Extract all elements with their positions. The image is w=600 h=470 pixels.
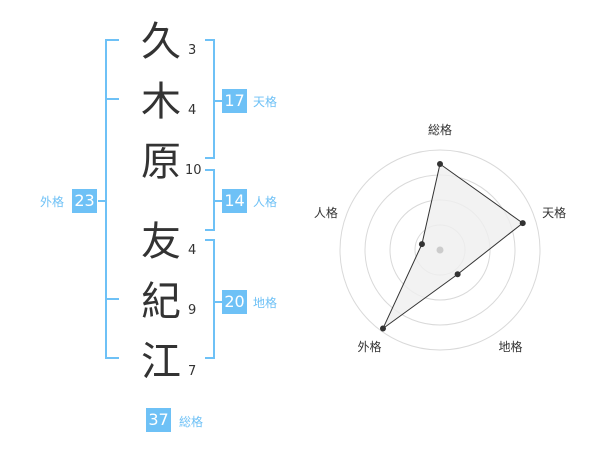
stroke-count-6: 7 xyxy=(188,364,197,379)
radar-grid-ring xyxy=(339,149,541,351)
soukaku-label: 総格 xyxy=(179,415,204,429)
radar-axis-label: 地格 xyxy=(499,339,523,354)
radar-point-3 xyxy=(454,271,461,278)
radar-axis-label: 総格 xyxy=(428,122,452,137)
tenkaku-bracket xyxy=(205,39,215,159)
gaikaku-bracket xyxy=(105,39,119,359)
name-char-3: 原 xyxy=(141,139,181,185)
stroke-count-5: 9 xyxy=(188,303,197,318)
radar-axis-label: 外格 xyxy=(357,339,381,354)
tenkaku-value-badge: 17 xyxy=(222,89,247,113)
chikaku-bracket xyxy=(205,239,215,359)
soukaku-value-badge: 37 xyxy=(146,408,171,432)
radar-point-4 xyxy=(379,325,386,332)
jinkaku-label: 人格 xyxy=(253,195,278,209)
radar-center-dot xyxy=(436,246,444,254)
radar-point-2 xyxy=(519,220,526,227)
radar-axis-label: 人格 xyxy=(314,205,338,220)
gaikaku-label: 外格 xyxy=(40,195,65,209)
stroke-count-1: 3 xyxy=(188,43,197,58)
name-char-6: 江 xyxy=(141,339,181,385)
radar-point-5 xyxy=(418,241,425,248)
stroke-count-2: 4 xyxy=(188,103,197,118)
stroke-count-3: 10 xyxy=(185,163,202,178)
tenkaku-label: 天格 xyxy=(253,95,278,109)
radar-axis-label: 天格 xyxy=(542,205,566,220)
chikaku-value-badge: 20 xyxy=(222,290,247,314)
stroke-count-4: 4 xyxy=(188,243,197,258)
name-char-5: 紀 xyxy=(141,279,181,325)
name-char-1: 久 xyxy=(141,19,181,65)
jinkaku-value-badge: 14 xyxy=(222,189,247,213)
radar-data-area xyxy=(381,163,524,331)
name-char-4: 友 xyxy=(141,219,181,265)
gaikaku-value-badge: 23 xyxy=(72,189,97,213)
name-char-2: 木 xyxy=(141,79,181,125)
chikaku-label: 地格 xyxy=(253,296,278,310)
radar-point-1 xyxy=(437,161,443,167)
